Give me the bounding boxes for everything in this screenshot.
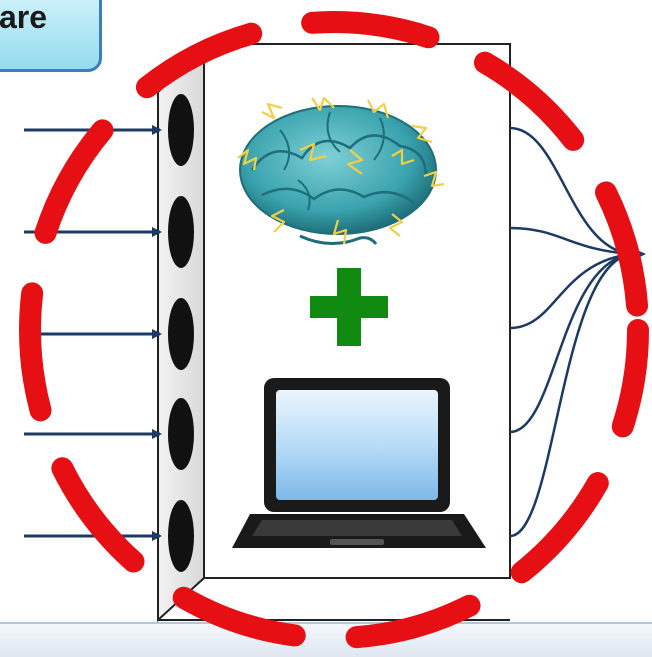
input-port-1 — [168, 94, 194, 166]
brain-icon — [237, 96, 445, 245]
title-tab: are — [0, 0, 102, 72]
dashed-boundary-ring — [19, 11, 649, 649]
title-tab-text: are — [0, 0, 48, 35]
output-curve-1 — [509, 126, 633, 256]
input-arrows — [24, 125, 162, 541]
slide-bottom-bar — [0, 622, 652, 657]
input-port-3 — [168, 298, 194, 370]
output-curve-5 — [509, 252, 633, 538]
output-curve-2 — [509, 226, 633, 256]
plus-icon — [310, 268, 388, 346]
output-curve-3 — [509, 252, 633, 330]
input-port-5 — [168, 500, 194, 572]
output-curves — [509, 126, 633, 538]
output-curve-4 — [509, 252, 633, 434]
input-ports — [168, 94, 194, 572]
input-port-4 — [168, 398, 194, 470]
laptop-icon — [232, 378, 486, 548]
input-port-2 — [168, 196, 194, 268]
